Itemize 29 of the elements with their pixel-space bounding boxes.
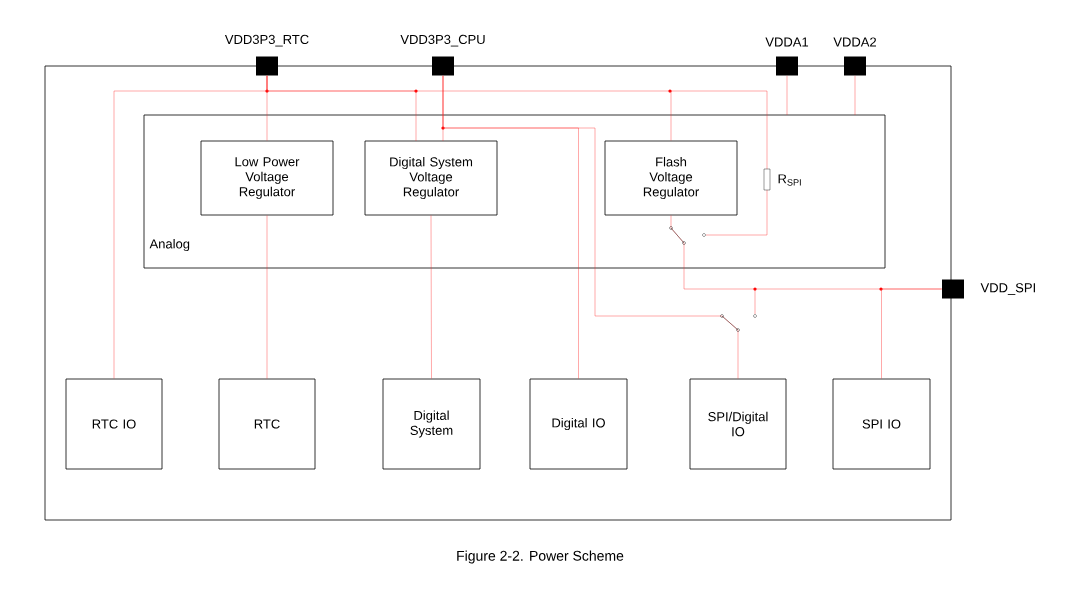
wire [881, 288, 942, 379]
resistor-label: R$_{SPI}$ [778, 174, 801, 186]
pin: VDD3P3_RTC [224, 34, 309, 76]
pin: VDD3P3_CPU [400, 34, 485, 76]
caption: Figure 2-2. Power Scheme [457, 550, 624, 564]
node-label: VDD3P3_CPU [400, 34, 485, 47]
pin: VDDA2 [833, 37, 876, 76]
chip-outline [44, 65, 952, 521]
wire [430, 215, 432, 379]
node-label: VDD3P3_RTC [224, 34, 309, 47]
wire [786, 75, 788, 116]
node-label: VDD_SPI [980, 283, 1035, 295]
pin: VDDA1 [765, 37, 809, 76]
wire [266, 215, 268, 379]
block-box: RTC [218, 378, 316, 470]
node-label: VDDA1 [765, 37, 809, 47]
wire [266, 75, 672, 141]
wire [854, 75, 856, 116]
regulator-box: Low Power Voltage Regulator [200, 140, 334, 216]
regulator-box: Digital System Voltage Regulator [364, 140, 498, 216]
pin: VDD_SPI [942, 279, 1035, 299]
block-box: SPI IO [832, 378, 931, 470]
block-box: RTC IO [65, 378, 163, 470]
block-box: Digital IO [529, 378, 628, 470]
wire [442, 75, 739, 379]
regulator-box: Flash Voltage Regulator [604, 140, 738, 216]
block-box: Digital System [382, 378, 481, 470]
node-label: VDDA2 [833, 37, 877, 47]
block-box: SPI/Digital IO [689, 378, 787, 470]
